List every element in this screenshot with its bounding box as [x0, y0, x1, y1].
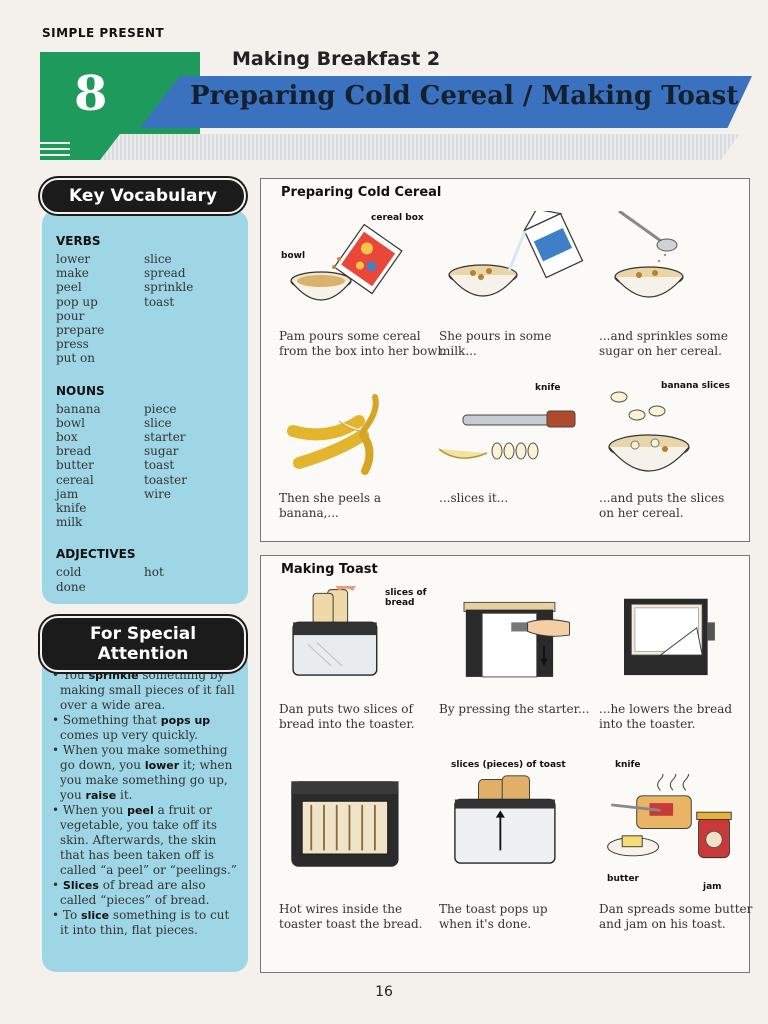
- vocab-word: knife: [56, 501, 87, 516]
- attention-item: • Slices of bread are also called “piece…: [52, 878, 210, 907]
- pour-milk-illustration: [448, 211, 584, 297]
- verbs-heading: VERBS: [56, 234, 101, 248]
- caption: By pressing the starter...: [439, 702, 590, 716]
- banana-cereal-illustration: [608, 391, 690, 472]
- vocab-word: prepare: [56, 323, 105, 338]
- vocab-word: put on: [56, 351, 95, 366]
- attention-item: • You sprinkle something by making small…: [52, 668, 235, 712]
- page-number: 16: [375, 984, 393, 1000]
- knife-label: knife: [535, 383, 561, 393]
- vocab-word: toaster: [144, 472, 188, 487]
- attention-item: • Something that pops up comes up very q…: [52, 713, 211, 742]
- vocab-word: bread: [56, 444, 92, 459]
- pour-cereal-illustration: [290, 223, 403, 301]
- cereal-box-label: cereal box: [371, 213, 424, 223]
- vocab-word: pour: [56, 308, 85, 323]
- vocab-word: done: [56, 579, 86, 594]
- key-vocabulary-heading: Key Vocabulary: [40, 178, 246, 214]
- vocab-word: pop up: [56, 294, 98, 309]
- slices-pieces-toast-label: slices (pieces) of toast: [451, 760, 566, 770]
- put-bread-illustration: [292, 586, 378, 676]
- butter-label: butter: [607, 874, 639, 884]
- vocab-word: banana: [56, 401, 101, 416]
- adjectives-list-2: hot: [144, 565, 232, 593]
- cold-cereal-box: Preparing Cold Cereal cereal box bowl Pa…: [260, 178, 750, 542]
- knife-label: knife: [615, 760, 641, 770]
- attention-item: • When you make something go down, you l…: [52, 743, 233, 802]
- vocab-word: toast: [144, 458, 175, 473]
- press-starter-illustration: [463, 601, 570, 678]
- vocab-word: spread: [144, 266, 186, 281]
- vocab-word: piece: [144, 401, 177, 416]
- decorative-band: [100, 134, 740, 160]
- making-toast-title: Making Toast: [281, 562, 378, 577]
- vocab-word: cereal: [56, 472, 94, 487]
- cold-cereal-title: Preparing Cold Cereal: [281, 185, 442, 200]
- page-subtitle: Making Breakfast 2: [232, 48, 441, 70]
- jam-label: jam: [703, 882, 722, 892]
- vocab-word: hot: [144, 565, 164, 580]
- vocab-word: slice: [144, 252, 172, 266]
- vocab-word: sprinkle: [144, 280, 194, 295]
- spread-jam-illustration: [607, 774, 732, 859]
- vocab-word: butter: [56, 458, 94, 473]
- vocab-word: milk: [56, 515, 83, 530]
- vocab-word: make: [56, 266, 89, 281]
- vocab-word: press: [56, 337, 89, 352]
- lower-bread-illustration: [624, 598, 715, 676]
- vocab-word: bowl: [56, 415, 86, 430]
- vocab-word: peel: [56, 280, 82, 295]
- vocab-word: slice: [144, 415, 172, 430]
- vocab-word: starter: [144, 430, 186, 445]
- unit-kicker: SIMPLE PRESENT: [42, 26, 165, 40]
- peel-banana-illustration: [287, 394, 379, 475]
- vocab-word: box: [56, 430, 78, 445]
- slice-banana-illustration: [439, 410, 576, 460]
- title-band: [140, 76, 752, 128]
- attention-item: • When you peel a fruit or vegetable, yo…: [52, 803, 237, 877]
- vocab-word: wire: [144, 486, 171, 501]
- toast-pops-illustration: [454, 775, 556, 864]
- special-attention-panel: • You sprinkle something by making small…: [42, 650, 248, 972]
- vocab-word: jam: [56, 486, 79, 501]
- vocab-word: sugar: [144, 444, 179, 459]
- banana-slices-label: banana slices: [661, 381, 730, 391]
- attention-list: • You sprinkle something by making small…: [52, 668, 238, 938]
- bowl-label: bowl: [281, 251, 306, 261]
- vocab-word: toast: [144, 294, 175, 309]
- special-attention-heading: For Special Attention: [40, 616, 246, 672]
- sprinkle-sugar-illustration: [614, 211, 684, 298]
- caption: ...slices it...: [439, 491, 509, 505]
- toaster-wires-illustration: [291, 781, 399, 867]
- vocab-word: cold: [56, 565, 82, 580]
- vocab-word: lower: [56, 252, 91, 266]
- attention-item: • To slice something is to cut it into t…: [52, 908, 230, 937]
- page-header: 8 Making Breakfast 2 Preparing Cold Cere…: [40, 48, 752, 160]
- nouns-heading: NOUNS: [56, 383, 105, 398]
- unit-number: 8: [74, 66, 108, 122]
- adjectives-heading: ADJECTIVES: [56, 547, 136, 562]
- page-title: Preparing Cold Cereal / Making Toast: [190, 81, 739, 111]
